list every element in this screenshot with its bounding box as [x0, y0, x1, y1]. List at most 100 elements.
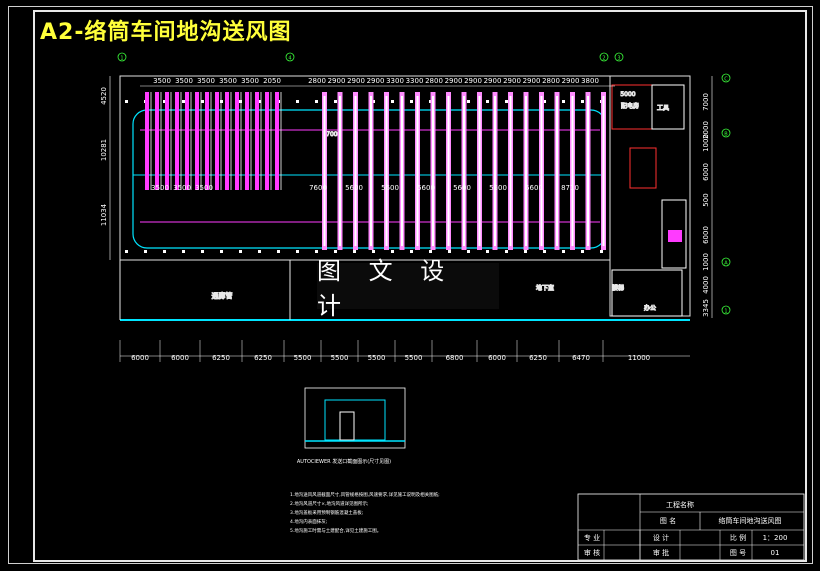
column-mark [163, 100, 166, 103]
column-mark [163, 250, 166, 253]
column-mark [467, 100, 470, 103]
column-mark [391, 250, 394, 253]
axis-label: B [724, 132, 728, 138]
dim-right: 1000 [702, 253, 710, 271]
dim-bottom: 6250 [529, 354, 547, 362]
column-mark [239, 100, 242, 103]
tb-row2-cell: 审 核 [584, 548, 600, 557]
dim-top-right: 2900 [503, 77, 521, 85]
dim-top-right: 2900 [347, 77, 365, 85]
dim-inner-left: 3500 [195, 184, 213, 192]
room-label-power: 配电房 [621, 102, 639, 110]
note-line: 4.地沟内表面抹灰; [290, 518, 327, 525]
column-mark [277, 250, 280, 253]
dim-right: 4000 [702, 276, 710, 294]
detail-caption: AUTOCIEWER 发送口截面图示(尺寸见图) [297, 458, 391, 465]
column-mark [220, 250, 223, 253]
dim-bottom: 6250 [212, 354, 230, 362]
note-line: 3.地沟盖板采用预制钢筋混凝土盖板; [290, 509, 363, 516]
dim-bottom: 5500 [331, 354, 349, 362]
dim-top-right: 2900 [445, 77, 463, 85]
dim-inner-right: 5600 [489, 184, 507, 192]
section-detail: AUTOCIEWER 发送口截面图示(尺寸见图)1.地沟送风风道截面尺寸,风管规… [290, 387, 440, 534]
column-mark [600, 250, 603, 253]
room-label-tool: 工具 [657, 105, 669, 112]
dim-top-right: 3300 [386, 77, 404, 85]
dim-top-right: 2900 [484, 77, 502, 85]
column-mark [182, 250, 185, 253]
watermark-label: 图 文 设 计 [317, 257, 499, 320]
dim-top-left: 3500 [197, 77, 215, 85]
duct-rib [587, 96, 589, 246]
duct-rib [478, 96, 481, 246]
air-outlet-strip [275, 92, 279, 190]
equipment-mark [668, 230, 682, 242]
dim-top-left: 3500 [241, 77, 259, 85]
column-mark [581, 250, 584, 253]
column-mark [543, 100, 546, 103]
dim-inner-left: 3500 [151, 184, 169, 192]
duct-rib [602, 96, 605, 246]
tb-project-label: 工程名称 [666, 500, 694, 509]
column-mark [220, 100, 223, 103]
column-mark [581, 100, 584, 103]
tb-row2-cell: 图 号 [730, 549, 746, 557]
dim-bottom: 6800 [446, 354, 464, 362]
axis-bubble [721, 73, 731, 83]
duct-rib [401, 96, 403, 246]
dim-bottom: 6470 [572, 354, 590, 362]
column-mark [258, 100, 261, 103]
column-mark [410, 100, 413, 103]
dim-top-right: 2900 [523, 77, 541, 85]
dim-top-right: 3800 [581, 77, 599, 85]
tb-row1-cell: 1：200 [763, 534, 788, 542]
column-mark [334, 100, 337, 103]
duct-rib [540, 96, 543, 246]
column-mark [201, 250, 204, 253]
column-mark [562, 100, 565, 103]
dim-top-right: 2900 [367, 77, 385, 85]
column-mark [334, 250, 337, 253]
column-mark [562, 250, 565, 253]
dim-bottom: 5500 [405, 354, 423, 362]
dim-left: 4520 [100, 87, 108, 105]
column-mark [201, 100, 204, 103]
air-outlet-strip [185, 92, 189, 190]
dim-inner-left: 3500 [173, 184, 191, 192]
axis-label: C [724, 77, 728, 83]
dim-left: 11034 [100, 203, 108, 226]
dim-inner-right: 7600 [309, 184, 327, 192]
column-mark [391, 100, 394, 103]
room-label-stair: 楼梯 [612, 284, 624, 292]
room-label-basement: 地下室 [536, 284, 554, 292]
column-mark [410, 250, 413, 253]
tb-row1-cell: 比 例 [730, 533, 746, 542]
tb-row2-cell: 01 [771, 549, 780, 557]
dim-top-right: 2900 [328, 77, 346, 85]
drawing-border-outer [8, 6, 813, 564]
duct-rib [447, 96, 450, 246]
tb-drawing-name: 络筒车间地沟送风图 [719, 516, 782, 525]
dim-right: 1000 [702, 134, 710, 152]
column-mark [486, 250, 489, 253]
air-outlet-strip [195, 92, 199, 190]
duct-rib [323, 96, 326, 246]
duct-rib [463, 96, 465, 246]
column-mark [144, 250, 147, 253]
dim-annex: 5000 [620, 91, 635, 98]
dim-right: 6000 [702, 226, 710, 244]
air-outlet-strip [205, 92, 209, 190]
air-outlet-strip [175, 92, 179, 190]
column-mark [296, 100, 299, 103]
note-line: 2.地沟风道尺寸×,地沟风道详见图所示; [290, 500, 369, 507]
axis-label: 4 [288, 56, 291, 62]
dim-bottom: 6000 [131, 354, 149, 362]
note-line: 5.地沟施工时需与土建配合,详见土建施工图。 [290, 527, 381, 534]
detail-box [304, 387, 406, 449]
column-mark [296, 250, 299, 253]
axis-bubble [285, 52, 295, 62]
